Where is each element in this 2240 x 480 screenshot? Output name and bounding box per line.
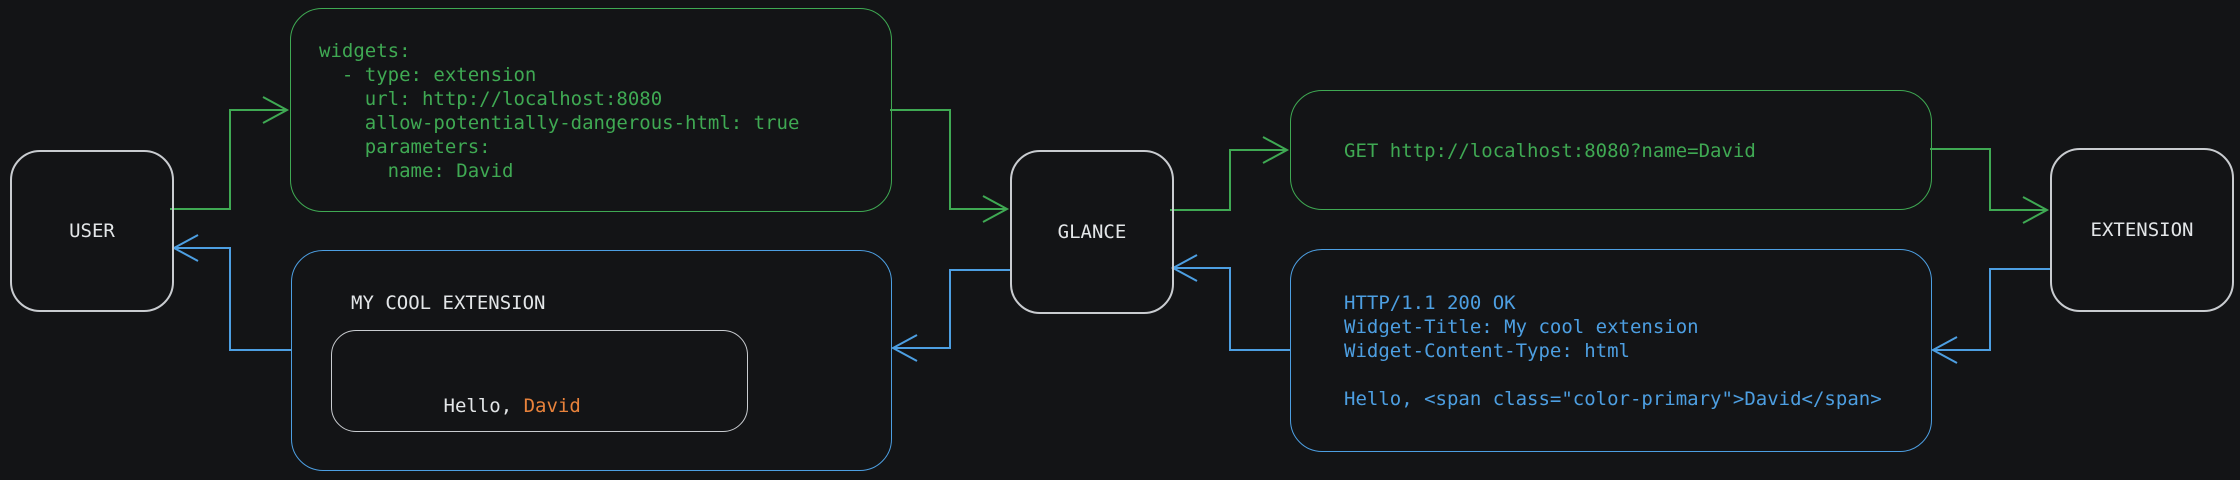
glance-node: GLANCE xyxy=(1010,150,1174,314)
widget-preview-box: MY COOL EXTENSION Hello, David xyxy=(291,250,892,471)
widget-greeting: Hello, David xyxy=(352,370,581,442)
arrowhead-into-user xyxy=(171,234,199,262)
arrowhead-into-glance-green xyxy=(982,195,1010,223)
edge-user-to-config xyxy=(170,109,285,210)
extension-node: EXTENSION xyxy=(2050,148,2234,312)
edge-glance-to-widget xyxy=(895,269,1010,349)
user-node-label: USER xyxy=(69,220,115,242)
arrowhead-into-widget xyxy=(890,334,918,362)
http-request-code: GET http://localhost:8080?name=David xyxy=(1344,140,1756,162)
config-yaml-box: widgets: - type: extension url: http://l… xyxy=(290,8,892,212)
user-node: USER xyxy=(10,150,174,312)
edge-glance-to-request xyxy=(1170,149,1285,211)
http-request-box: GET http://localhost:8080?name=David xyxy=(1290,90,1932,210)
greeting-name: David xyxy=(523,395,581,417)
arrowhead-into-request xyxy=(1262,136,1290,164)
arrowhead-into-response xyxy=(1930,336,1958,364)
arrowhead-into-glance-blue xyxy=(1170,254,1198,282)
edge-request-to-extension xyxy=(1930,148,2045,211)
http-response-box: HTTP/1.1 200 OK Widget-Title: My cool ex… xyxy=(1290,249,1932,452)
http-response-code: HTTP/1.1 200 OK Widget-Title: My cool ex… xyxy=(1344,292,1882,410)
config-yaml-code: widgets: - type: extension url: http://l… xyxy=(319,40,800,182)
edge-response-to-glance xyxy=(1175,267,1290,351)
greeting-prefix: Hello, xyxy=(443,395,524,417)
edge-config-to-glance xyxy=(890,109,1005,210)
arrowhead-into-extension xyxy=(2022,196,2050,224)
glance-node-label: GLANCE xyxy=(1057,221,1127,243)
widget-title: MY COOL EXTENSION xyxy=(351,292,546,314)
arrowhead-into-config xyxy=(262,96,290,124)
extension-node-label: EXTENSION xyxy=(2090,219,2194,241)
edge-extension-to-response xyxy=(1935,268,2050,351)
widget-content-frame: Hello, David xyxy=(331,330,748,432)
edge-widget-to-user xyxy=(176,247,291,351)
